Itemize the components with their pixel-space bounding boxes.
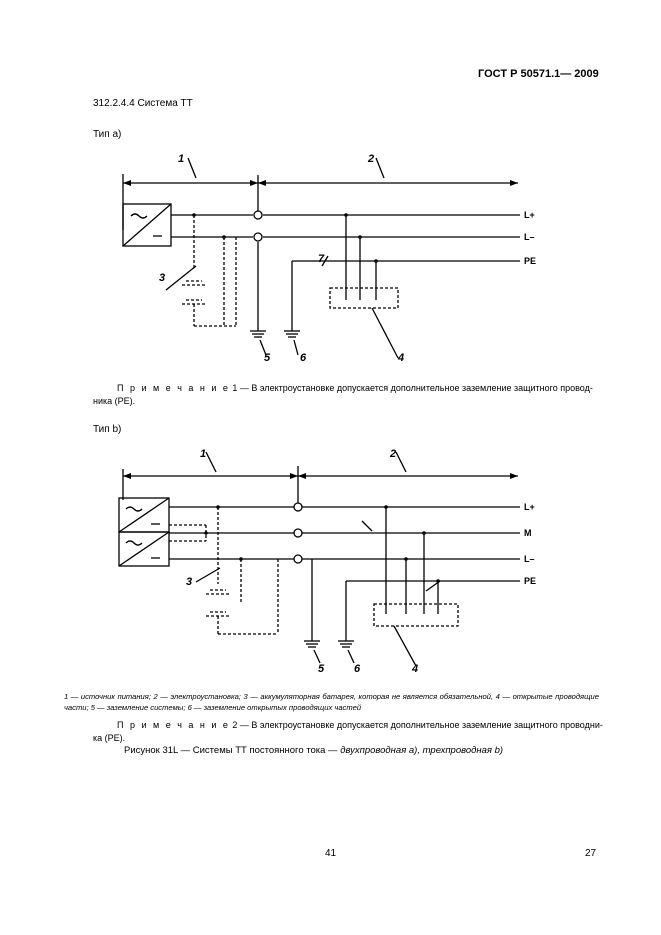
figure-caption-italic: двухпроводная а), трехпроводная b)	[340, 745, 504, 756]
type-b-label-6: 6	[354, 663, 361, 675]
figure-legend: 1 — источник питания; 2 — электроустанов…	[64, 692, 599, 712]
type-b-label-2: 2	[389, 448, 396, 460]
section-title: 312.2.4.4 Система ТТ	[93, 98, 193, 109]
type-b-label-3: 3	[186, 576, 192, 588]
type-a-label-6: 6	[300, 352, 307, 364]
note-2-text: 2 — В электроустановке допускается допол…	[229, 720, 603, 730]
type-b-label-4: 4	[411, 663, 418, 675]
type-b-wire-m: M	[524, 528, 532, 538]
type-b-label-5: 5	[318, 663, 325, 675]
figure-caption: Рисунок 31L — Системы ТТ постоянного ток…	[124, 745, 503, 756]
type-a-wire-lplus: L+	[524, 210, 535, 220]
type-a-label: Тип a)	[93, 129, 122, 140]
note-2-continuation: ка (PE).	[93, 733, 126, 743]
note-2-prefix: П р и м е ч а н и е	[117, 720, 230, 730]
type-a-label-3: 3	[159, 272, 165, 284]
type-a-label-5: 5	[264, 352, 271, 364]
type-b-label: Тип b)	[93, 424, 122, 435]
page-number-right: 27	[585, 848, 597, 859]
type-b-wire-lplus: L+	[524, 502, 535, 512]
type-a-label-1: 1	[178, 153, 184, 165]
type-a-label-2: 2	[367, 153, 374, 165]
type-a-label-7: 7	[318, 253, 325, 265]
note-1-continuation: ника (PE).	[93, 396, 136, 406]
type-a-wire-lminus: L–	[524, 232, 535, 242]
note-1-prefix: П р и м е ч а н и е	[117, 383, 230, 393]
note-2: П р и м е ч а н и е 2 — В электроустанов…	[117, 719, 603, 732]
type-b-label-1: 1	[200, 448, 206, 460]
type-a-label-4: 4	[397, 352, 404, 364]
type-b-wire-lminus: L–	[524, 554, 535, 564]
document-number: ГОСТ Р 50571.1— 2009	[478, 68, 599, 80]
page-number-center: 41	[325, 848, 337, 859]
figure-caption-title: Рисунок 31L — Системы ТТ постоянного ток…	[124, 745, 341, 756]
note-1-text: 1 — В электроустановке допускается допол…	[229, 383, 593, 393]
type-b-wire-pe: PE	[524, 576, 536, 586]
note-1: П р и м е ч а н и е 1 — В электроустанов…	[117, 382, 593, 395]
type-a-wire-pe: PE	[524, 256, 536, 266]
